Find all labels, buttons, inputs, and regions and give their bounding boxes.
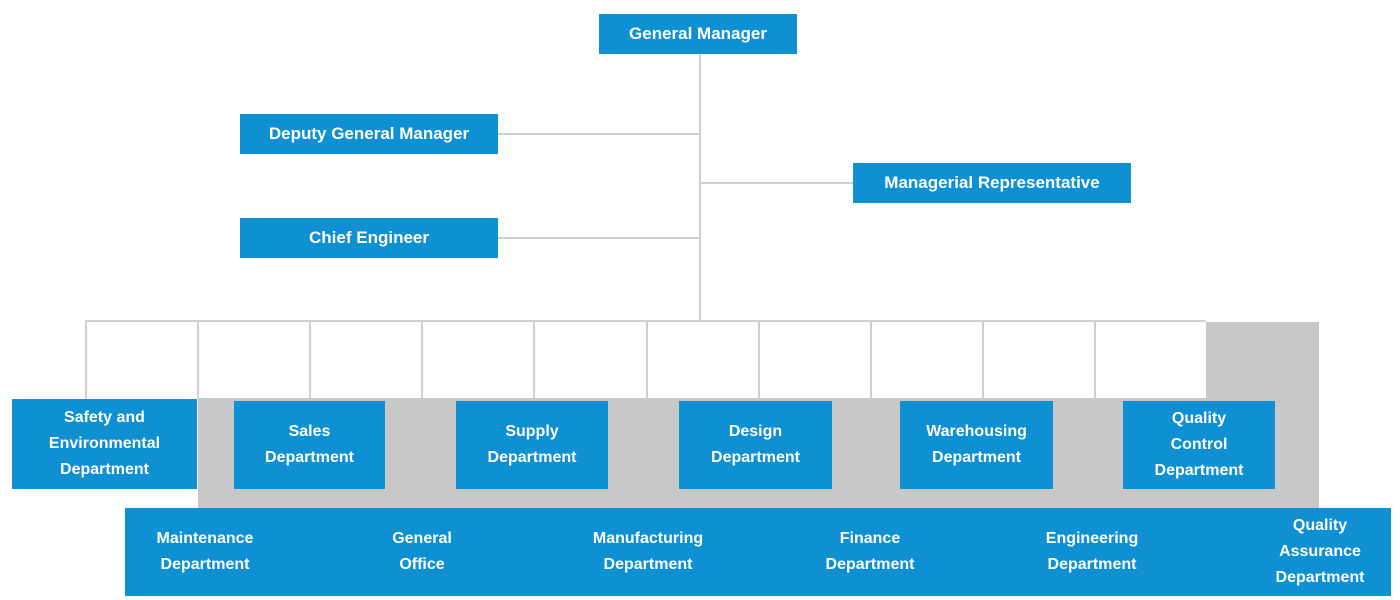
org-node-label-line: Department: [825, 556, 915, 573]
connector-drop-line: [85, 320, 87, 399]
connector-branch-chief-line: [498, 237, 700, 239]
org-node-engineering-department: Engineering Department: [982, 508, 1202, 596]
connector-trunk-line: [699, 54, 701, 321]
org-node-warehousing-department: Warehousing Department: [900, 401, 1053, 489]
org-node-supply-department: Supply Department: [456, 401, 608, 489]
org-node-quality-control-department: Quality Control Department: [1123, 401, 1275, 489]
org-node-label-line: Office: [399, 556, 445, 573]
department-band: Maintenance Department General Office Ma…: [125, 508, 1391, 596]
org-node-label-line: Department: [1154, 462, 1244, 479]
org-node-label: Deputy General Manager: [268, 124, 470, 143]
org-node-manufacturing-department: Manufacturing Department: [538, 508, 758, 596]
org-node-finance-department: Finance Department: [760, 508, 980, 596]
org-node-sales-department: Sales Department: [234, 401, 385, 489]
org-node-label-line: Quality: [1292, 517, 1348, 534]
org-node-label-line: Department: [160, 556, 250, 573]
org-node-label-line: Department: [711, 449, 800, 466]
org-node-label-line: Department: [265, 449, 354, 466]
org-node-label-line: Department: [1275, 569, 1365, 586]
org-node-label-line: Manufacturing: [592, 530, 704, 547]
org-node-label-line: Sales: [288, 423, 331, 440]
org-node-general-office: General Office: [312, 508, 532, 596]
org-node-quality-assurance-department: Quality Assurance Department: [1210, 508, 1400, 596]
org-node-deputy-general-manager: Deputy General Manager: [240, 114, 498, 154]
org-node-label-line: Maintenance: [156, 530, 254, 547]
org-node-label-line: Department: [932, 449, 1021, 466]
org-node-label-line: Finance: [839, 530, 901, 547]
org-node-label-line: Department: [603, 556, 693, 573]
org-node-label-line: Department: [60, 461, 149, 478]
org-node-label: Chief Engineer: [309, 228, 429, 247]
org-node-label-line: Safety and: [64, 409, 145, 426]
connector-branch-deputy-line: [498, 133, 700, 135]
org-node-managerial-representative: Managerial Representative: [853, 163, 1131, 203]
connector-branch-manrep-line: [700, 182, 853, 184]
connector-drop-line: [1094, 320, 1096, 399]
connector-drop-line: [982, 320, 984, 399]
org-node-label-line: Warehousing: [926, 423, 1027, 440]
org-node-general-manager: General Manager: [599, 14, 797, 54]
connector-rail-line: [85, 320, 1206, 322]
org-node-label-line: Engineering: [1045, 530, 1139, 547]
org-node-maintenance-department: Maintenance Department: [95, 508, 315, 596]
org-node-label: Managerial Representative: [884, 173, 1100, 192]
org-node-label-line: Department: [1047, 556, 1137, 573]
connector-drop-line: [758, 320, 760, 399]
org-node-label-line: Supply: [505, 423, 559, 440]
org-node-safety-environmental-department: Safety and Environmental Department: [12, 399, 197, 489]
connector-drop-line: [646, 320, 648, 399]
org-node-chief-engineer: Chief Engineer: [240, 218, 498, 258]
org-node-label-line: Assurance: [1279, 543, 1361, 560]
connector-drop-line: [533, 320, 535, 399]
org-node-label: General Manager: [629, 24, 767, 43]
org-node-label-line: Environmental: [48, 435, 161, 452]
org-node-label-line: Department: [487, 449, 577, 466]
connector-drop-line: [870, 320, 872, 399]
connector-drop-line: [421, 320, 423, 399]
org-node-design-department: Design Department: [679, 401, 832, 489]
org-node-label-line: General: [392, 530, 452, 547]
connector-drop-line: [197, 320, 199, 399]
org-node-label-line: Control: [1170, 436, 1228, 453]
org-node-label-line: Quality: [1171, 410, 1227, 427]
org-node-label-line: Design: [728, 423, 783, 440]
connector-drop-line: [309, 320, 311, 399]
